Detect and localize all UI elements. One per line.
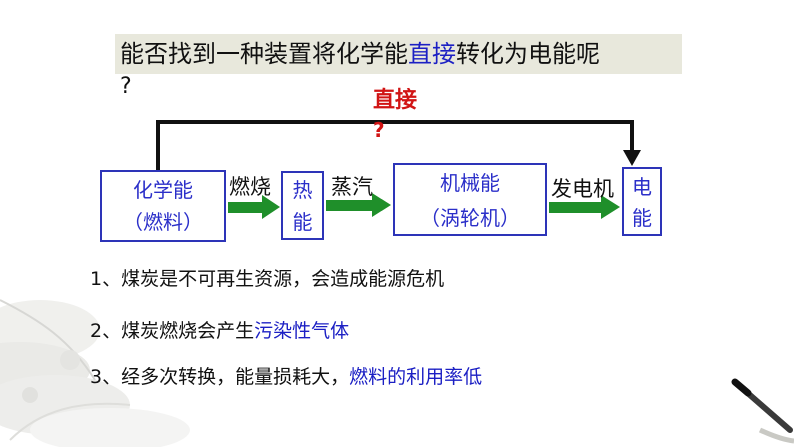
mechanical-energy-label: 机械能 [440, 171, 500, 195]
question-text: 能否找到一种装置将化学能直接转化为电能呢 [120, 39, 600, 69]
arrow-steam-icon [326, 193, 391, 217]
turbine-label: （涡轮机） [420, 206, 520, 230]
heat-energy-box: 热 能 [281, 171, 324, 240]
fact-2-text: 2、煤炭燃烧会产生 [90, 320, 255, 342]
generator-label: 发电机 [551, 177, 614, 201]
fact-3: 3、经多次转换，能量损耗大，燃料的利用率低 [90, 365, 482, 389]
electric-energy-line1: 电 [632, 175, 652, 199]
fact-2: 2、煤炭燃烧会产生污染性气体 [90, 319, 349, 343]
question-suffix: 转化为电能呢 [456, 40, 600, 68]
heat-energy-line1: 热 [292, 178, 313, 202]
question-mark: ? [120, 74, 132, 99]
heat-energy-line2: 能 [292, 210, 313, 234]
ink-flower-decoration [0, 299, 190, 447]
arrow-combustion-icon [228, 195, 280, 219]
direct-path-connector [156, 120, 641, 170]
electric-energy-box: 电 能 [622, 167, 662, 236]
chemical-energy-box: 化学能 （燃料） [100, 170, 226, 242]
fuel-label: （燃料） [123, 210, 203, 234]
fact-2-highlight: 污染性气体 [254, 320, 350, 342]
direct-arrow-head-icon [623, 150, 641, 166]
arrow-generator-icon [549, 195, 620, 219]
fact-1: 1、煤炭是不可再生资源，会造成能源危机 [90, 267, 444, 291]
fact-3-text: 3、经多次转换，能量损耗大， [90, 366, 350, 388]
steam-label: 蒸汽 [331, 175, 373, 199]
question-highlight: 直接 [408, 40, 456, 68]
direct-label: 直接 [373, 88, 418, 113]
mechanical-energy-box: 机械能 （涡轮机） [393, 163, 547, 236]
question-prefix: 能否找到一种装置将化学能 [120, 40, 408, 68]
electric-energy-line2: 能 [632, 206, 652, 230]
question-banner [115, 34, 682, 74]
combustion-label: 燃烧 [229, 175, 271, 199]
chemical-energy-label: 化学能 [133, 178, 193, 202]
fact-3-highlight: 燃料的利用率低 [349, 366, 483, 388]
direct-label-question: ? [373, 118, 385, 142]
fact-1-text: 1、煤炭是不可再生资源，会造成能源危机 [90, 268, 445, 290]
ink-brush-decoration [731, 378, 794, 444]
